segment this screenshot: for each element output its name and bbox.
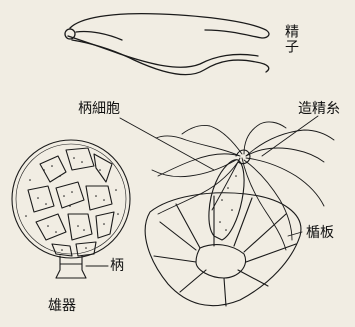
- spermatogenous-filament-label: 造精糸: [298, 102, 340, 116]
- stalk-cell-label: 柄細胞: [78, 102, 120, 116]
- antheridium-label: 雄器: [48, 299, 76, 313]
- sperm-label: 精子: [284, 24, 298, 54]
- sperm-drawing: [65, 14, 269, 75]
- opened-antheridium-drawing: [145, 122, 334, 306]
- shield-plate-label: 楯板: [306, 226, 334, 240]
- stalk-label: 柄: [110, 259, 124, 273]
